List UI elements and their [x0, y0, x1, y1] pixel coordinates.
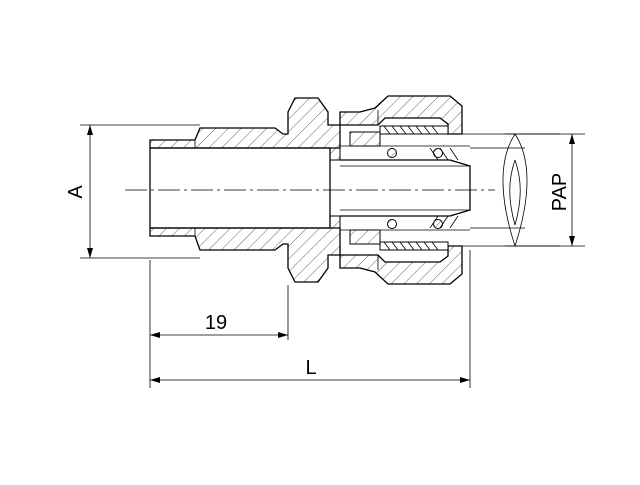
- dimension-a: A: [65, 124, 200, 259]
- pipe: [462, 133, 560, 247]
- compression-ring-lower: [340, 229, 470, 251]
- dimension-pap: PAP: [505, 133, 585, 247]
- dimension-l-label: L: [305, 357, 316, 379]
- o-rings: [387, 148, 443, 229]
- compression-ring-upper: [340, 125, 470, 147]
- insert-nipple: [340, 147, 471, 229]
- dimension-l: L: [150, 250, 471, 388]
- dimension-19-label: 19: [205, 312, 227, 334]
- union-nut-lower: [339, 245, 463, 285]
- body-bore: [149, 140, 331, 236]
- dimension-pap-label: PAP: [549, 173, 571, 212]
- fitting-body-lower: [149, 215, 341, 283]
- union-nut-upper: [339, 95, 463, 135]
- dimension-a-label: A: [65, 185, 87, 199]
- dimension-19: 19: [149, 260, 289, 388]
- fitting-body-upper: [149, 97, 341, 161]
